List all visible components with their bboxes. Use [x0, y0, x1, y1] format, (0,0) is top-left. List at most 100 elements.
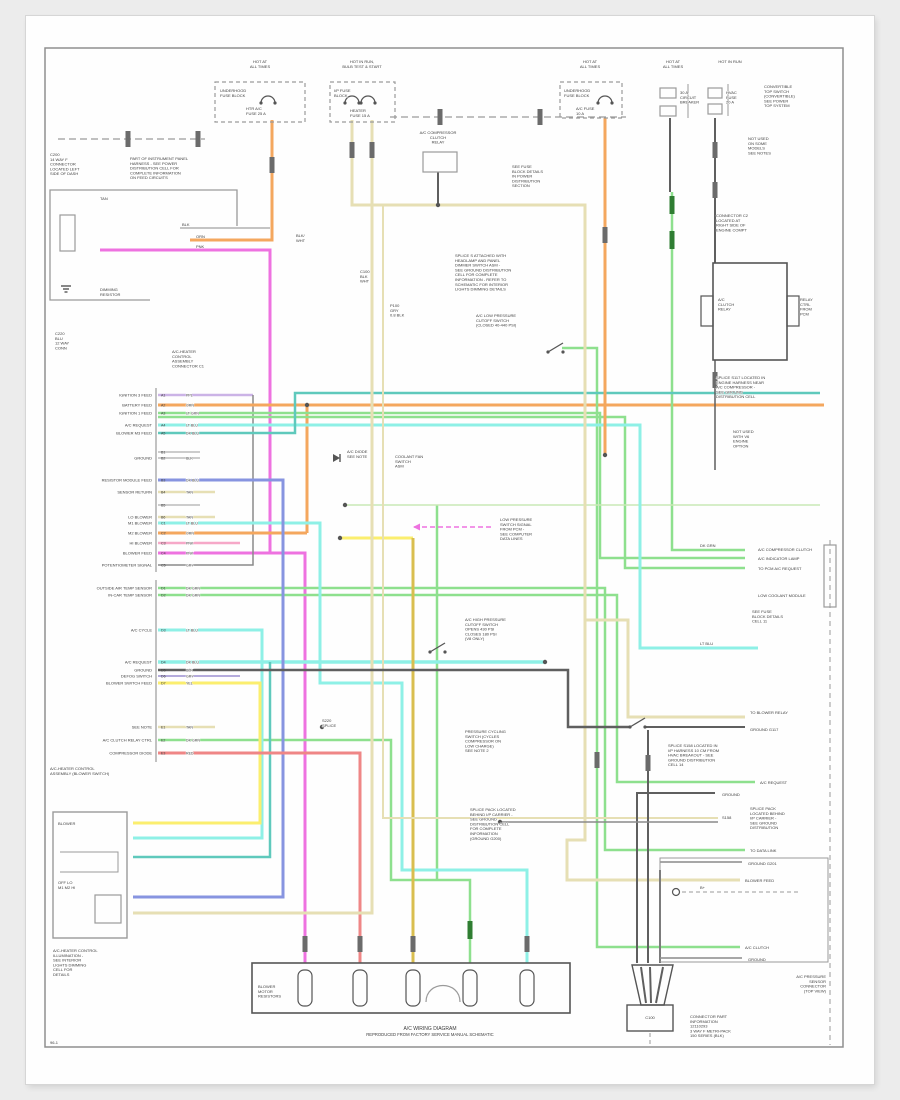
rowlbl-568: TO PCM A/C REQUEST — [758, 566, 802, 571]
fuse-htr-ac — [259, 101, 263, 105]
pin-number: A1 — [161, 394, 165, 398]
wire-color-code: ORN — [186, 532, 194, 536]
wire-color-code: PNK — [186, 552, 194, 556]
pin-number: B4 — [161, 491, 165, 495]
ground-switch — [629, 717, 646, 728]
pin-number: A5 — [161, 432, 165, 436]
conn-tick — [537, 109, 543, 125]
wire-orange-top-fuse — [190, 120, 274, 242]
conn-tick — [410, 936, 416, 952]
rowlbl-727: GROUND G117 — [750, 727, 779, 732]
wire-black-drop-2 — [636, 792, 715, 963]
pin-row-label: IN-CAR TEMP SENSOR — [108, 593, 152, 598]
conn-tick — [369, 142, 375, 158]
bb-terminal-1 — [297, 969, 313, 1007]
wire-magenta-main — [158, 551, 307, 963]
conn-tick — [302, 936, 308, 952]
relay-terminal-right — [786, 295, 800, 327]
wire-color-code: TAN — [186, 491, 193, 495]
junction-dot — [435, 202, 441, 208]
fusebox-ip — [329, 81, 396, 123]
pin-number: D5 — [161, 669, 166, 673]
wire-color-code: LT BLU — [186, 522, 198, 526]
blower-switch-box — [52, 811, 128, 939]
splice-dot — [319, 724, 325, 730]
line-trap-pin1 — [640, 966, 647, 1004]
pin-row-label: BATTERY FEED — [122, 403, 152, 408]
label-row228: BLK — [182, 222, 190, 227]
line-trap-pin2 — [649, 966, 652, 1004]
wire-tan-left — [350, 120, 740, 882]
conn-tick — [712, 372, 718, 388]
fuse-heater-1 — [344, 95, 360, 104]
rowlbl-818: S158 — [722, 815, 732, 820]
wire-color-code: TAN — [186, 726, 193, 730]
wire-color-code: GRY — [186, 564, 194, 568]
wire-color-code: DK GRN — [186, 739, 200, 743]
pin-number: C4 — [161, 552, 166, 556]
wire-color-code: LT GRN — [186, 412, 199, 416]
pin-number: D7 — [161, 682, 166, 686]
rowlbl-850: TO DATA LINK — [750, 848, 777, 853]
resistor-module-box — [251, 962, 571, 1014]
wire-red-diode — [158, 751, 362, 963]
conn-tick — [125, 131, 131, 147]
pin-row-label: BLOWER FEED — [123, 551, 152, 556]
trap-connector — [631, 964, 674, 1006]
conn-tick — [712, 142, 718, 158]
pin-row-label: COMPRESSOR DIODE — [109, 751, 152, 756]
wire-green-4 — [158, 586, 745, 852]
pin-number: E1 — [161, 726, 165, 730]
label-trap: C100 — [645, 1015, 655, 1020]
conn-tick-green — [467, 921, 473, 939]
wire-tan-branch — [585, 618, 745, 719]
conn-tick — [357, 936, 363, 952]
wire-color-code: BLK — [186, 457, 193, 461]
wire-color-code: LT BLU — [186, 629, 198, 633]
pin-row-label: GROUND — [134, 456, 152, 461]
header-g2: HOT IN RUN,BULB TEST & START — [342, 59, 382, 69]
wire-color-code: DK BLU — [186, 432, 199, 436]
fuse-heater-2 — [373, 101, 377, 105]
rowlbl-595: LOW COOLANT MODULE — [758, 593, 806, 598]
battery-ring — [671, 887, 681, 897]
label-blkwht: BLK/WHT — [296, 233, 306, 243]
conn-tick — [269, 157, 275, 173]
pin-number: C3 — [161, 542, 166, 546]
fuse-htr-ac — [273, 101, 277, 105]
pin-number: E2 — [161, 739, 165, 743]
pin-row-label: HI BLOWER — [130, 541, 153, 546]
wire-color-code: PPL — [186, 394, 193, 398]
compressor-relay-symbol — [422, 151, 458, 173]
pin-number: D3 — [161, 629, 166, 633]
fusebox-underhood — [214, 81, 306, 123]
pin-row-label: GROUND — [134, 668, 152, 673]
rowlbl-793: GROUND — [722, 792, 740, 797]
pin-row-label: BLOWER SWITCH FEED — [106, 681, 152, 686]
wire-black-ground-long — [158, 668, 630, 729]
pin-number: B5 — [161, 504, 165, 508]
wire-color-code: LT BLU — [186, 424, 198, 428]
label-row252: PNK — [196, 244, 205, 249]
ground-switch — [628, 725, 632, 729]
conn-tick — [437, 109, 443, 125]
